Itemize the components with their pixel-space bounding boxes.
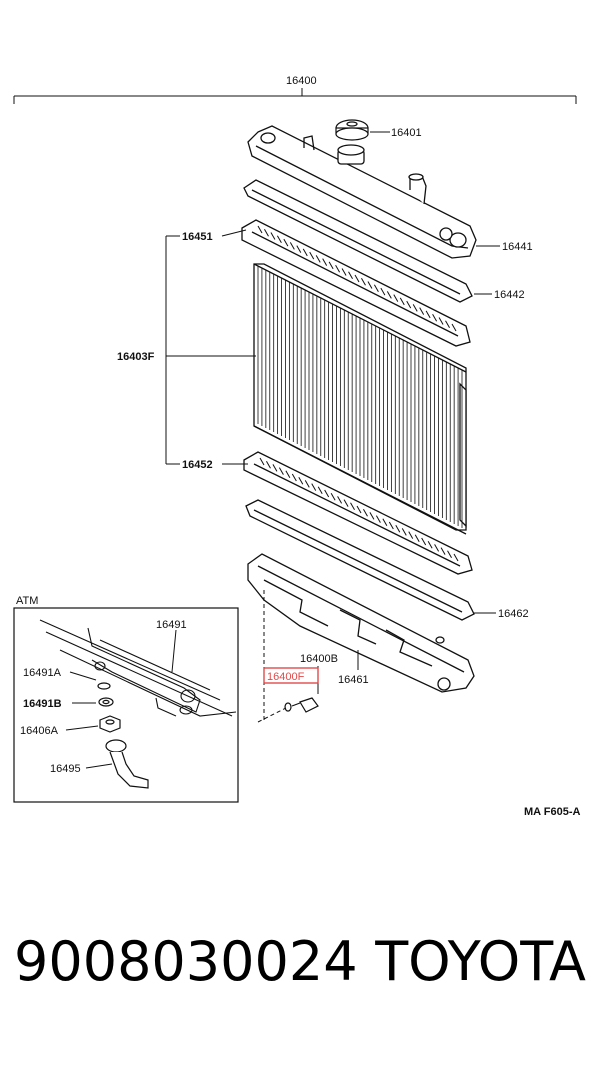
label-cap: 16401 [391,127,422,139]
label-lower-tank: 16461 [338,674,369,686]
label-drain-plug-b: 16400B [300,653,338,665]
union-nut [99,715,121,733]
label-upper-gasket: 16442 [494,289,525,301]
label-nut: 16406A [20,725,59,737]
label-cooler-pipe: 16491 [156,619,187,631]
drain-dashes [257,590,287,723]
assembly-bracket [13,88,577,104]
upper-tank [247,125,477,259]
upper-plate-slots [257,225,457,332]
label-upper-tank: 16441 [502,241,533,253]
cooler-hose [105,739,149,789]
brand-name: TOYOTA [375,930,586,993]
washer-b [98,697,114,707]
lower-tank [247,553,475,693]
lower-gasket [245,499,475,621]
core-fins [257,266,463,528]
label-core: 16403F [117,351,155,363]
group-bracket [165,229,256,465]
label-hose: 16495 [50,763,81,775]
drain-plug [284,697,319,713]
upper-gasket [243,179,473,303]
label-cooler-b: 16491B [23,698,62,710]
label-drain-plug-f: 16400F [267,671,305,683]
label-cooler-a: 16491A [23,667,62,679]
label-lower-gasket: 16462 [498,608,529,620]
label-atm: ATM [16,595,38,607]
part-number: 9008030024 [14,930,358,993]
radiator-cap [335,119,369,141]
label-ref: MA F605-A [524,806,580,818]
footer: 9008030024 TOYOTA [0,930,600,1040]
upper-plate [241,219,471,347]
lower-plate-slots [259,457,459,562]
atm-inset-frame [13,607,239,803]
highlight-box [263,667,319,684]
washer-a [97,682,111,690]
label-upper-plate: 16451 [182,231,213,243]
label-lower-plate: 16452 [182,459,213,471]
lower-plate [243,451,473,575]
radiator-exploded-diagram: 16400 16401 16441 16442 [13,75,580,818]
label-assembly: 16400 [286,75,317,87]
atm-cooler-detail [39,619,237,717]
